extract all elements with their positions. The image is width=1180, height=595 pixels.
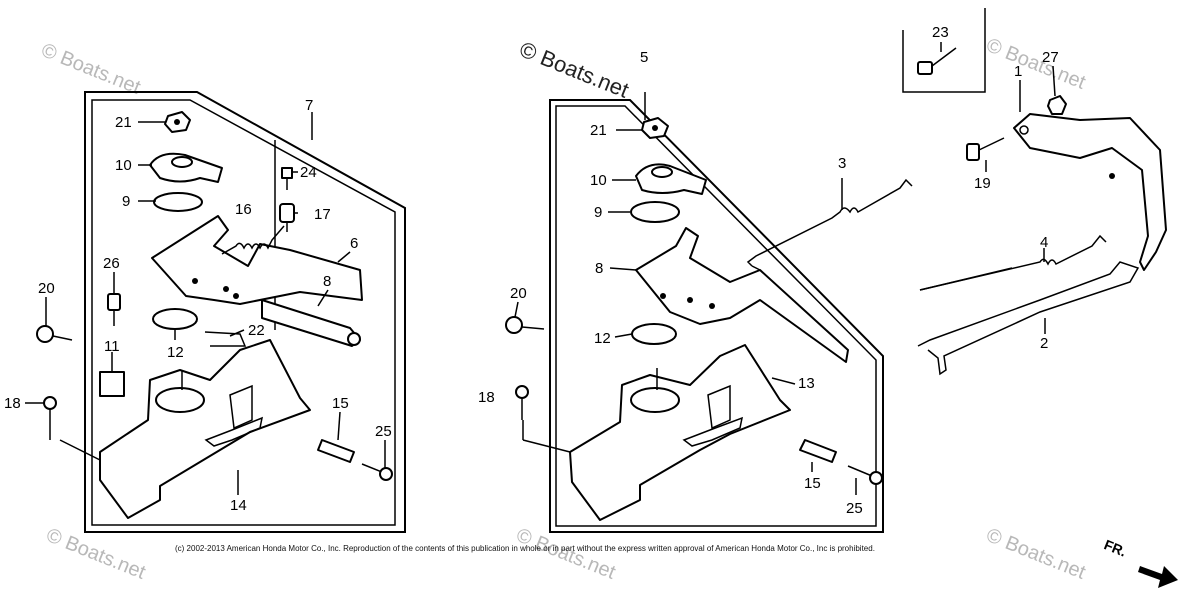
bolt-25-icon — [361, 463, 393, 481]
callout-7: 7 — [305, 97, 313, 114]
callout-12: 12 — [167, 344, 184, 361]
watermark-center: © Boats.net — [516, 36, 632, 102]
right-assembly-frame — [549, 99, 884, 533]
callout-24: 24 — [300, 164, 317, 181]
callout-12: 12 — [594, 330, 611, 347]
control-plate-6-icon — [151, 215, 363, 305]
callout-2: 2 — [1040, 335, 1048, 352]
bolt-18-icon — [515, 385, 529, 420]
callout-16: 16 — [235, 201, 252, 218]
right-assembly: 5 21 10 9 8 20 12 18 13 15 25 — [478, 49, 884, 533]
nut-27-icon — [1047, 95, 1067, 115]
left-assembly: 7 21 10 24 9 16 17 6 26 8 20 22 12 11 18… — [4, 91, 406, 533]
washer-9-icon — [153, 192, 203, 212]
callout-20: 20 — [510, 285, 527, 302]
callout-19: 19 — [974, 175, 991, 192]
rod-8-icon — [261, 299, 361, 347]
callout-20: 20 — [38, 280, 55, 297]
callout-10: 10 — [115, 157, 132, 174]
callout-15: 15 — [332, 395, 349, 412]
callout-17: 17 — [314, 206, 331, 223]
callout-11: 11 — [104, 338, 120, 355]
callout-8: 8 — [323, 273, 331, 290]
callout-18: 18 — [4, 395, 21, 412]
callout-25: 25 — [375, 423, 392, 440]
leader-lines — [25, 112, 386, 495]
base-plate-14-icon — [99, 339, 311, 519]
spring-16-icon — [221, 225, 285, 255]
callout-4: 4 — [1040, 234, 1048, 251]
callout-5: 5 — [640, 49, 648, 66]
callout-23: 23 — [932, 24, 949, 41]
callout-8: 8 — [595, 260, 603, 277]
spring-15-icon — [799, 439, 837, 463]
bolt-24-icon — [281, 167, 293, 190]
callout-14: 14 — [230, 497, 247, 514]
washer-9-icon — [630, 201, 680, 223]
callout-13: 13 — [798, 375, 815, 392]
watermarks: © Boats.net © Boats.net © Boats.net © Bo… — [38, 34, 1089, 584]
callout-21: 21 — [590, 122, 607, 139]
bolt-19-icon — [966, 137, 1005, 161]
callout-1: 1 — [1014, 63, 1022, 80]
rod-4-icon — [919, 234, 1107, 291]
left-assembly-frame — [84, 91, 406, 533]
control-plate-8-icon — [635, 227, 849, 363]
rod-3-icon — [746, 178, 913, 271]
washer-12-icon — [152, 308, 198, 330]
callout-9: 9 — [122, 193, 130, 210]
callout-27: 27 — [1042, 49, 1059, 66]
callout-18: 18 — [478, 389, 495, 406]
lever-1-icon — [1013, 113, 1167, 271]
callout-22: 22 — [248, 322, 265, 339]
copyright-notice: (c) 2002-2013 American Honda Motor Co., … — [175, 544, 875, 553]
bolt-18-icon — [43, 396, 57, 430]
bolt-20-icon — [36, 325, 73, 343]
nut-21-icon — [641, 117, 669, 139]
bolt-20-icon — [505, 316, 545, 334]
base-plate-icon — [569, 344, 791, 521]
nut-21-icon — [164, 111, 191, 133]
watermark-bottom-right: © Boats.net — [983, 524, 1089, 584]
block-11-icon — [99, 371, 125, 397]
callout-10: 10 — [590, 172, 607, 189]
callout-3: 3 — [838, 155, 846, 172]
callout-6: 6 — [350, 235, 358, 252]
callout-25: 25 — [846, 500, 863, 517]
bolt-26-icon — [107, 293, 121, 326]
bolt-25-icon — [847, 465, 883, 485]
spring-15-icon — [317, 439, 355, 463]
front-direction-arrow-icon — [1138, 566, 1178, 588]
clip-22-icon — [204, 331, 247, 347]
callout-9: 9 — [594, 204, 602, 221]
cam-plate-10-icon — [635, 163, 707, 195]
callout-26: 26 — [103, 255, 120, 272]
watermark-bottom-center: © Boats.net — [513, 524, 619, 584]
callout-15: 15 — [804, 475, 821, 492]
rod-2-icon — [917, 261, 1140, 376]
washer-12-icon — [631, 323, 677, 345]
watermark-bottom-left: © Boats.net — [43, 524, 149, 584]
leader-lines — [514, 129, 857, 495]
watermark-top-right: © Boats.net — [983, 34, 1089, 94]
cam-plate-10-icon — [149, 152, 223, 183]
watermark-top-left: © Boats.net — [38, 39, 144, 99]
bolt-23-icon — [917, 47, 957, 75]
linkage-parts: 23 27 1 19 3 4 2 — [746, 8, 1167, 376]
callout-21: 21 — [115, 114, 132, 131]
